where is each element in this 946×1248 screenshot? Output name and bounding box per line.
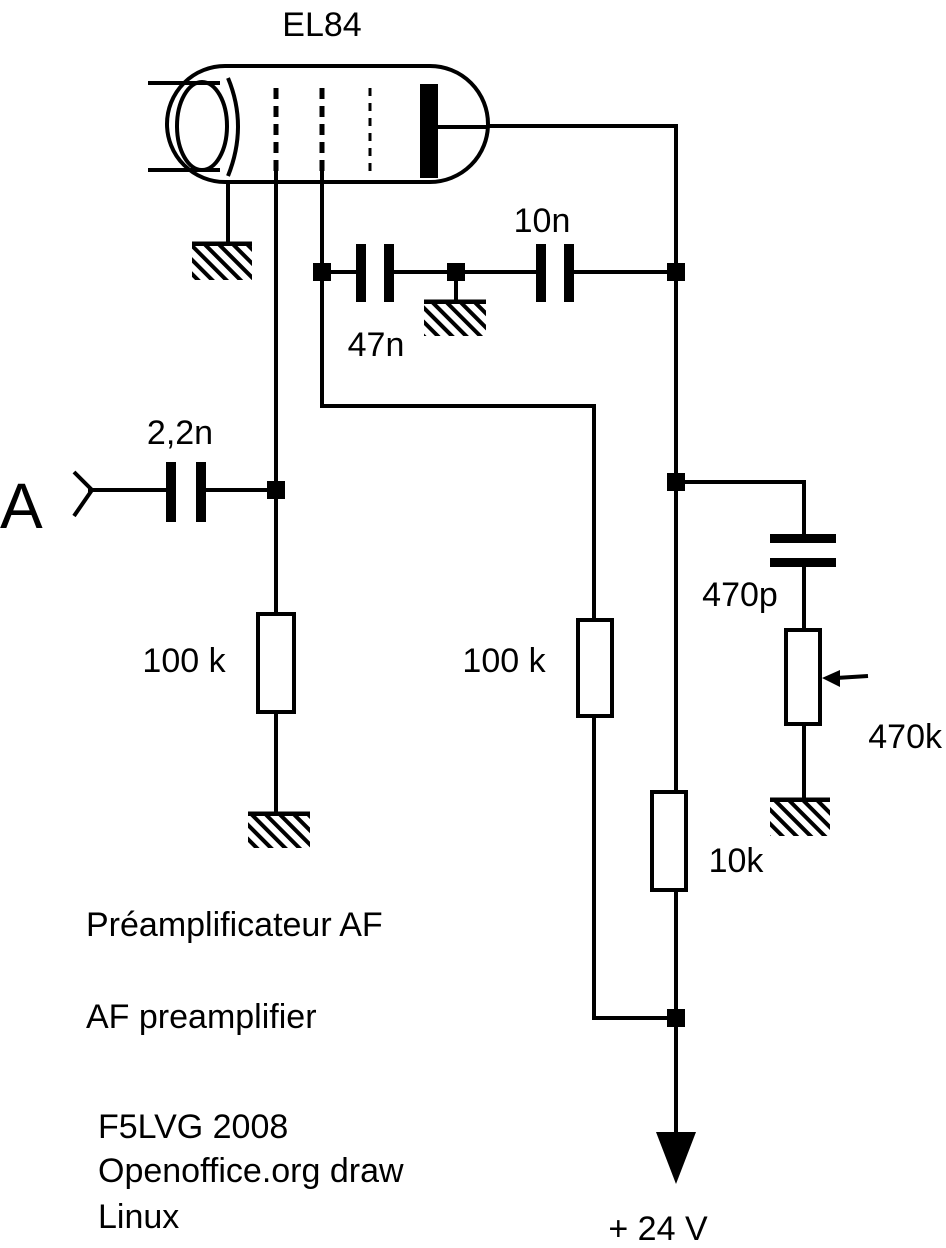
label-r-anode: 10k (709, 842, 765, 880)
capacitor-47n (356, 244, 394, 302)
wire-anode (486, 124, 678, 274)
credit-os: Linux (98, 1198, 179, 1236)
junction-screen (313, 263, 331, 281)
ground-mid (424, 299, 486, 336)
resistor-screen-100k (576, 618, 614, 718)
capacitor-2-2n (166, 462, 206, 522)
heater-filament (175, 80, 229, 172)
credit-tool: Openoffice.org draw (98, 1152, 404, 1190)
label-c-anode: 10n (514, 202, 571, 240)
capacitor-470p (770, 534, 836, 567)
label-c-screen: 47n (348, 326, 405, 364)
potentiometer-wiper-arrow (822, 670, 869, 687)
label-r-screen: 100 k (462, 642, 546, 680)
supply-arrow-icon (656, 1132, 696, 1184)
junction-cap-mid (447, 263, 465, 281)
potentiometer-470k (784, 628, 822, 726)
cathode (226, 77, 240, 177)
ground-tone (770, 797, 830, 836)
label-r-grid: 100 k (142, 642, 226, 680)
junction-tone (667, 473, 685, 491)
tube-envelope (165, 64, 490, 184)
junction-anode (667, 263, 685, 281)
label-c-tone: 470p (702, 576, 778, 614)
anode-plate (420, 84, 438, 178)
label-input: A (0, 470, 43, 542)
resistor-grid-100k (256, 612, 296, 714)
label-supply: + 24 V (608, 1210, 708, 1248)
wiring (88, 124, 806, 1138)
input-connector-icon (72, 470, 95, 518)
wire-tone-top (674, 480, 806, 540)
ground-grid-resistor (248, 811, 310, 848)
credit-author: F5LVG 2008 (98, 1108, 288, 1146)
resistor-anode-10k (650, 790, 688, 892)
junctions (267, 263, 685, 1027)
label-c-input: 2,2n (147, 414, 213, 452)
el84-tube-symbol: EL84 (148, 6, 490, 184)
junction-grid (267, 481, 285, 499)
capacitor-10n (536, 244, 574, 302)
title-french: Préamplificateur AF (86, 906, 383, 944)
tube-label: EL84 (282, 6, 361, 44)
wire-screen-resistor-supply (592, 714, 678, 1020)
label-pot-tone: 470k (868, 718, 943, 756)
title-english: AF preamplifier (86, 998, 317, 1036)
wire-screen-resistor (320, 270, 596, 622)
junction-supply (667, 1009, 685, 1027)
ground-cathode (192, 241, 252, 280)
